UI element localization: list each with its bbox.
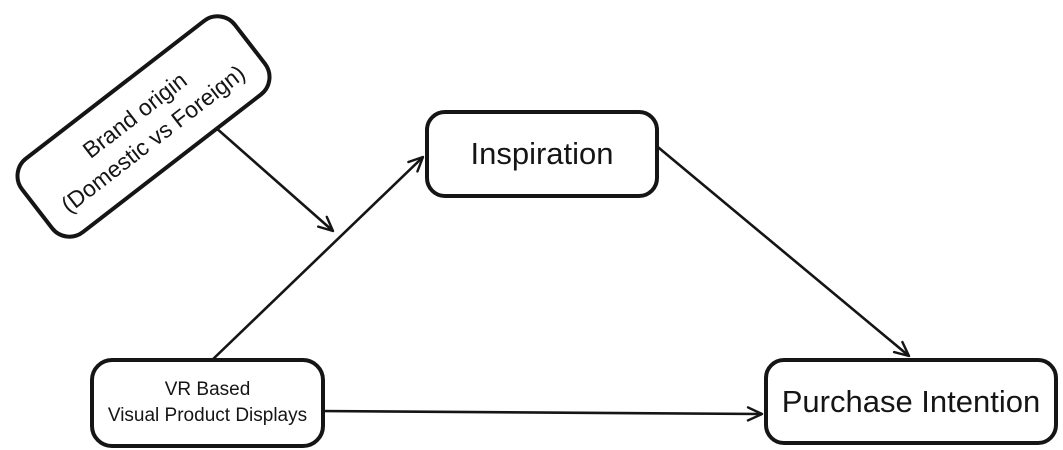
node-vr-display: VR Based Visual Product Displays <box>90 358 325 448</box>
edge-vr-to-purchase <box>317 406 764 422</box>
edge-inspiration-to-purchase <box>652 142 911 358</box>
node-purchase-intention: Purchase Intention <box>764 358 1058 445</box>
node-inspiration: Inspiration <box>425 110 659 198</box>
vr-display-label-line1: VR Based <box>164 379 251 400</box>
edge-brand-origin-moderation <box>197 111 335 233</box>
edge-vr-to-inspiration <box>209 155 425 363</box>
inspiration-label: Inspiration <box>470 136 614 171</box>
purchase-intention-label: Purchase Intention <box>781 383 1041 419</box>
vr-display-label-line2: Visual Product Displays <box>107 405 308 426</box>
